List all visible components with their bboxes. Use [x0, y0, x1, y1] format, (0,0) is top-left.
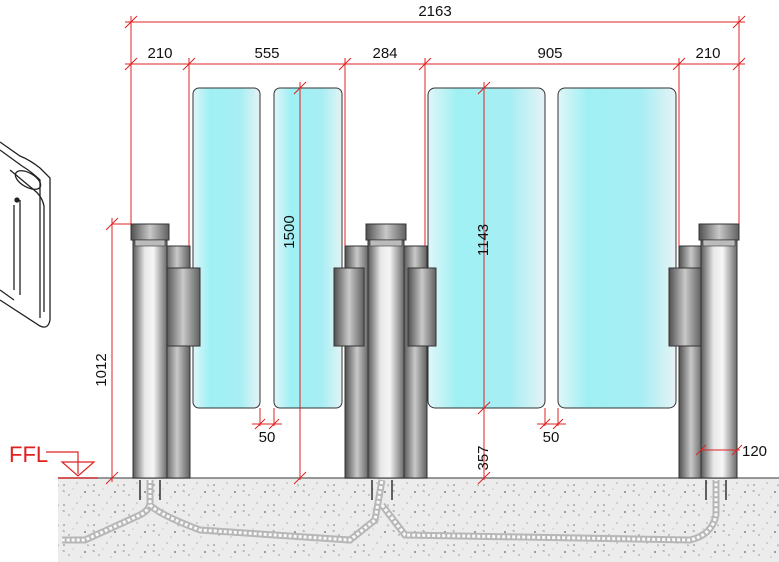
turnstile-perspective-sketch [0, 141, 51, 328]
ffl-marker: FFL [9, 442, 98, 479]
dimension-post-depth: 120 [695, 443, 767, 460]
dim-label-center-post: 284 [372, 45, 397, 62]
dim-label-post-depth: 120 [742, 443, 767, 460]
dim-label-right-glass-pair: 905 [537, 45, 562, 62]
glass-panel-1 [192, 87, 261, 409]
dim-label-overall: 2163 [418, 3, 451, 20]
dimension-overall-width: 2163 [124, 3, 746, 224]
ffl-label: FFL [9, 442, 48, 467]
glass-panel-3 [427, 87, 546, 409]
dim-label-floor-clearance: 357 [475, 445, 492, 470]
left-post [130, 223, 201, 479]
dim-label-gap-right: 50 [543, 429, 560, 446]
dim-label-left-glass-pair: 555 [254, 45, 279, 62]
center-post [333, 223, 437, 479]
glass-panel-2 [273, 87, 343, 409]
dimension-gap-right: 50 [537, 408, 566, 446]
level-triangle-icon [60, 461, 96, 477]
dim-label-post-height: 1012 [93, 353, 110, 386]
glass-panel-4 [557, 87, 677, 409]
dim-label-glass-height-left: 1500 [281, 215, 298, 248]
concrete-floor [58, 478, 779, 562]
dim-label-gap-left: 50 [259, 429, 276, 446]
cable-conduit [62, 479, 727, 544]
right-post [668, 223, 740, 479]
dimension-gap-left: 50 [252, 408, 282, 446]
dimension-glass-height-right: 1143 357 [475, 81, 492, 485]
dim-label-right-post: 210 [695, 45, 720, 62]
dim-label-left-post: 210 [147, 45, 172, 62]
dim-label-glass-height-right: 1143 [475, 224, 492, 256]
dimension-post-height: 1012 [93, 217, 131, 485]
dimension-segment-row: 210 555 284 905 210 [124, 45, 746, 246]
dimension-glass-height-left: 1500 [281, 81, 307, 485]
